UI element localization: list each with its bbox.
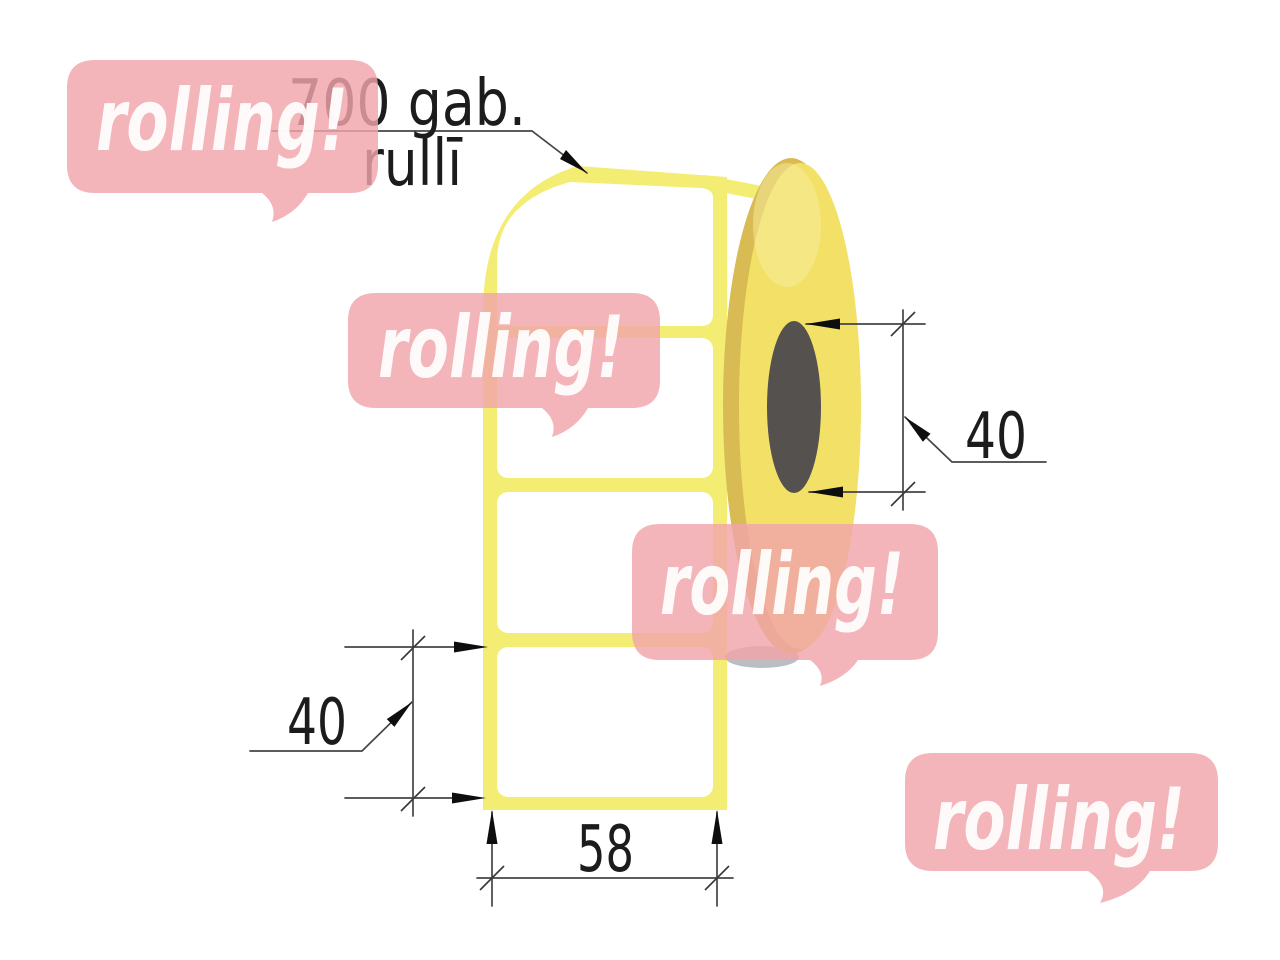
watermark-bubble [632,524,938,686]
watermark-text: rolling! [660,535,904,635]
watermark-bubble [67,60,378,222]
label-height-value: 40 [287,686,347,760]
roll-highlight [753,163,821,287]
quantity-unit-text: rullī [362,127,463,201]
dim-core-diameter [805,309,1047,511]
roll-core-hole [767,321,821,493]
watermark-text: rolling! [933,770,1185,870]
dim-label-height [249,629,488,817]
leader-arrowhead [560,150,587,173]
watermark-top-left: rolling! [67,60,378,222]
watermark-bottom-right: rolling! [905,753,1218,903]
label-width-value: 58 [577,813,634,887]
blank-label-4 [497,647,713,797]
blank-label-1 [497,182,713,326]
strip-to-roll-connector [705,175,762,200]
dim-label-width [476,810,734,907]
watermark-bubble [905,753,1218,903]
core-diameter-value: 40 [965,400,1027,474]
watermark-middle-right: rolling! [632,524,938,686]
watermark-middle-left: rolling! [348,293,660,437]
watermark-text: rolling! [378,298,624,398]
watermark-bubble [348,293,660,437]
watermark-text: rolling! [96,71,348,171]
